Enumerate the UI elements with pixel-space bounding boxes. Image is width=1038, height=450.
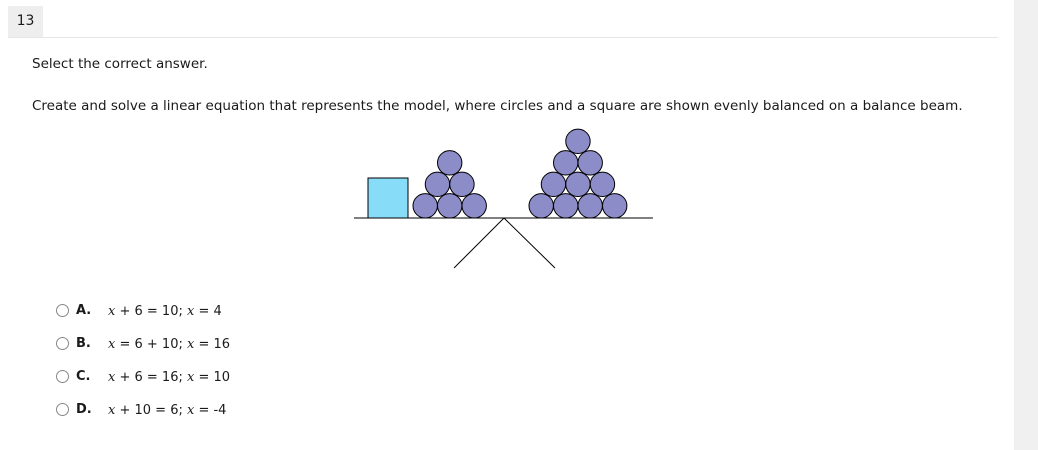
header-divider <box>8 37 998 38</box>
circle-weight <box>589 171 616 197</box>
circle-weight <box>577 193 603 219</box>
question-panel: 13 Select the correct answer. Create and… <box>8 6 998 432</box>
option-letter: D. <box>76 402 92 417</box>
circle-weight <box>602 193 628 219</box>
option-text: x + 6 = 10; x = 4 <box>108 304 222 319</box>
option-text: x + 10 = 6; x = -4 <box>108 403 227 418</box>
circle-weight <box>577 150 603 176</box>
option-b[interactable]: B. x = 6 + 10; x = 16 <box>56 333 230 366</box>
left-circle-stack <box>412 150 487 219</box>
option-c[interactable]: C. x + 6 = 16; x = 10 <box>56 366 230 399</box>
unknown-square <box>367 177 409 219</box>
option-text: x + 6 = 16; x = 10 <box>108 370 231 385</box>
answer-options: A. x + 6 = 10; x = 4 B. x = 6 + 10; x = … <box>56 300 230 432</box>
circle-weight <box>528 193 554 219</box>
balance-beam-figure <box>354 128 653 269</box>
radio-a[interactable] <box>56 304 69 317</box>
option-text: x = 6 + 10; x = 16 <box>108 337 231 352</box>
circle-weight <box>412 193 438 219</box>
circle-weight <box>565 171 591 197</box>
right-circle-stack <box>528 128 628 219</box>
option-letter: A. <box>76 303 92 318</box>
option-letter: B. <box>76 336 91 351</box>
radio-c[interactable] <box>56 370 69 383</box>
circle-weight <box>461 193 487 219</box>
scrollbar-track[interactable] <box>1014 0 1038 450</box>
circle-weight <box>437 150 463 176</box>
circle-weight <box>540 171 567 197</box>
circle-weight <box>449 171 475 197</box>
circle-weight <box>553 150 579 176</box>
radio-b[interactable] <box>56 337 69 350</box>
circle-weight <box>553 193 579 219</box>
circle-weight <box>424 171 451 197</box>
option-a[interactable]: A. x + 6 = 10; x = 4 <box>56 300 222 333</box>
circle-weight <box>565 128 591 154</box>
question-number: 13 <box>8 6 43 37</box>
fulcrum-left-leg <box>453 217 505 269</box>
option-d[interactable]: D. x + 10 = 6; x = -4 <box>56 399 226 432</box>
fulcrum-right-leg <box>503 217 556 269</box>
circle-weight <box>437 193 463 219</box>
question-text: Create and solve a linear equation that … <box>32 98 963 114</box>
option-letter: C. <box>76 369 91 384</box>
instruction-text: Select the correct answer. <box>32 56 208 72</box>
radio-d[interactable] <box>56 403 69 416</box>
